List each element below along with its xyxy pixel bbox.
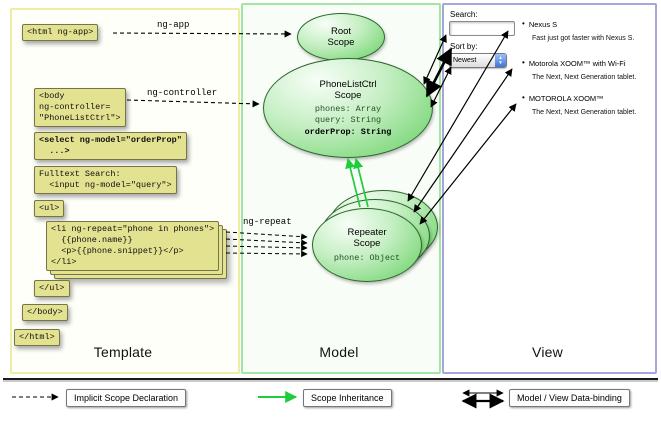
phonelistctrl-scope-props: phones: Array query: String (314, 104, 382, 126)
view-sort-label: Sort by: (450, 42, 478, 51)
template-column-label: Template (93, 344, 153, 360)
bullet-icon: • (522, 93, 525, 102)
repeater-scope-ellipse: Repeater Scope phone: Object (312, 208, 422, 282)
ng-repeat-arrow-label: ng-repeat (243, 217, 292, 227)
bullet-icon: • (522, 58, 525, 67)
legend-databinding-label: Model / View Data-binding (509, 389, 630, 407)
root-scope-title: Root Scope (327, 25, 355, 48)
code-select-ng-model: <select ng-model="orderProp" ...> (34, 132, 187, 161)
code-body-ng-controller: <body ng-controller= "PhoneListCtrl"> (34, 88, 126, 128)
legend-inheritance-label: Scope Inheritance (303, 389, 392, 407)
legend-databinding-arrow-sample (461, 389, 505, 409)
code-html-ng-app: <html ng-app> (22, 24, 99, 42)
root-scope-ellipse: Root Scope (297, 13, 385, 61)
view-column-label: View (532, 344, 563, 360)
phone-list-item: • MOTOROLA XOOM™ The Next, Next Generati… (522, 93, 654, 117)
repeater-scope-props: phone: Object (333, 252, 401, 263)
code-ul-close: </ul> (34, 280, 70, 298)
phone-item-title: MOTOROLA XOOM™ (528, 94, 604, 103)
phonelistctrl-scope-orderprop: orderProp: String (304, 126, 392, 137)
view-search-label: Search: (450, 10, 478, 19)
code-body-close: </body> (22, 304, 68, 322)
code-fulltext-search-input: Fulltext Search: <input ng-model="query"… (34, 166, 177, 195)
phone-list-item: • Nexus S Fast just got faster with Nexu… (522, 19, 654, 43)
phone-item-snippet: The Next, Next Generation tablet. (532, 74, 637, 81)
ng-app-arrow-label: ng-app (157, 20, 190, 30)
model-column-label: Model (319, 344, 359, 360)
bullet-icon: • (522, 19, 525, 28)
phonelistctrl-scope-ellipse: PhoneListCtrl Scope phones: Array query:… (263, 58, 433, 158)
legend-separator (3, 378, 658, 380)
phonelistctrl-scope-title: PhoneListCtrl Scope (319, 78, 377, 102)
code-ul-open: <ul> (34, 200, 65, 218)
phone-item-snippet: Fast just got faster with Nexus S. (532, 35, 635, 42)
dropdown-arrows-icon: ▲ ▼ (495, 54, 506, 67)
code-html-close: </html> (14, 329, 60, 347)
phone-list-item: • Motorola XOOM™ with Wi-Fi The Next, Ne… (522, 58, 654, 82)
repeater-scope-title: Repeater Scope (347, 226, 387, 250)
phone-item-title: Nexus S (528, 20, 558, 29)
legend-implicit-label: Implicit Scope Declaration (66, 389, 187, 407)
sort-selected-value: Newest (453, 57, 477, 64)
phone-item-title: Motorola XOOM™ with Wi-Fi (528, 59, 626, 68)
view-sort-dropdown[interactable]: Newest ▲ ▼ (449, 53, 507, 68)
dropdown-down-icon: ▼ (498, 59, 503, 65)
view-search-input[interactable] (449, 21, 515, 36)
phone-item-snippet: The Next, Next Generation tablet. (532, 109, 637, 116)
ng-controller-arrow-label: ng-controller (147, 88, 218, 98)
code-li-ng-repeat: <li ng-repeat="phone in phones"> {{phone… (46, 221, 220, 272)
